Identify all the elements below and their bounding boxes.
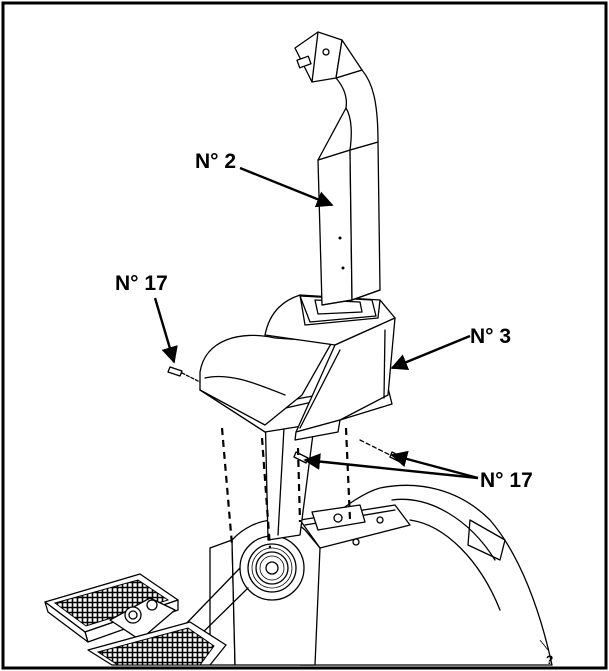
arrow-part-3 [390,334,471,371]
label-part-3: N° 3 [470,325,511,348]
label-part-17-right: N° 17 [480,469,533,492]
handlebar-post [294,31,381,306]
bolt-left [167,366,201,383]
crank-pulley [179,535,305,646]
label-part-2: N° 2 [195,150,236,173]
right-pedal [87,621,227,666]
arrow-part-17-center [303,453,479,480]
leader-arrows [153,166,479,480]
cropped-mark: ? [546,653,553,667]
arrow-part-17-right [390,450,479,480]
console-cover [199,294,396,441]
arrow-part-17-left [153,297,178,364]
alignment-lines [220,427,352,549]
arrow-part-2 [239,166,334,208]
label-part-17-left: N° 17 [115,272,168,295]
pedal-arm [109,597,176,641]
bolt-right [359,439,405,464]
